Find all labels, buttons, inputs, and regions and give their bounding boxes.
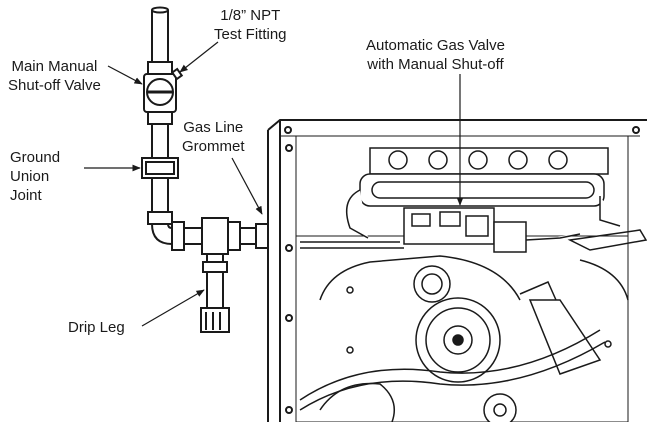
burner-assembly (345, 147, 621, 239)
callout-lines (84, 41, 464, 327)
gas-valve (300, 207, 581, 253)
drip-leg-label: Drip Leg (68, 319, 125, 336)
gas-pipe (141, 6, 269, 333)
blower-assembly (299, 229, 647, 422)
furnace-cabinet (267, 119, 647, 422)
